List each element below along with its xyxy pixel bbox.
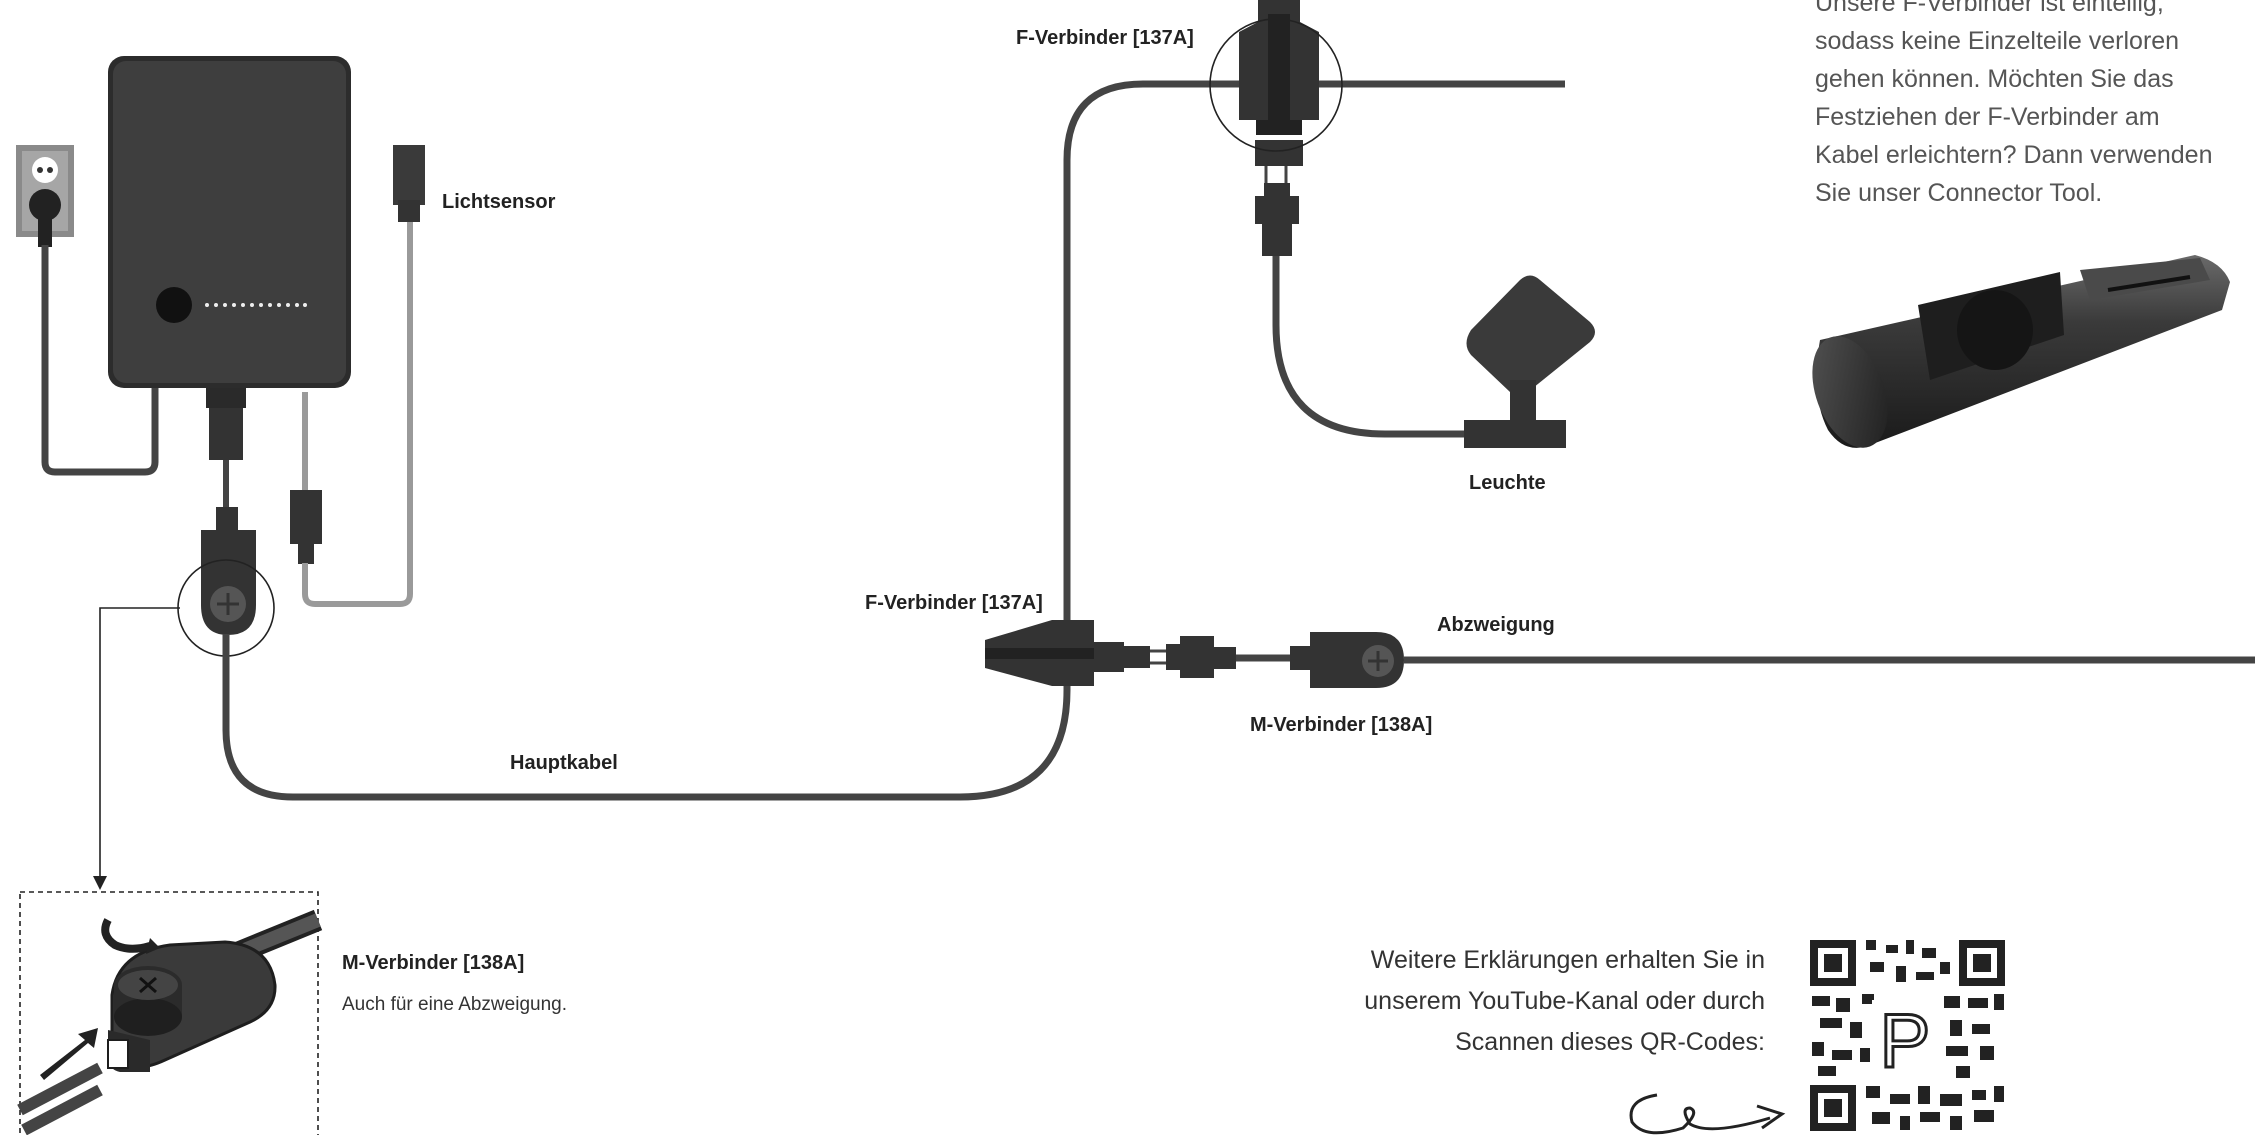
f-connector-top bbox=[1209, 0, 1343, 256]
qr-info-text: Weitere Erklärungen erhalten Sie in unse… bbox=[1364, 940, 1765, 1063]
qr-code-icon bbox=[1806, 935, 2009, 1135]
label-abzweigung: Abzweigung bbox=[1437, 614, 1555, 636]
lamp-cable bbox=[1272, 256, 1475, 438]
qr-info-line: unserem YouTube-Kanal oder durch bbox=[1364, 987, 1765, 1015]
label-leuchte: Leuchte bbox=[1469, 472, 1546, 494]
label-f-verbinder-top: F-Verbinder [137A] bbox=[1016, 27, 1194, 49]
info-line: sodass keine Einzelteile verloren bbox=[1815, 27, 2180, 55]
inset-subtitle: Auch für eine Abzweigung. bbox=[342, 994, 567, 1015]
info-line: Sie unser Connector Tool. bbox=[1815, 179, 2103, 207]
inset-frame bbox=[19, 891, 319, 1135]
lamp-icon bbox=[1464, 275, 1595, 448]
info-line: Unsere F-Verbinder ist einteilig, bbox=[1815, 0, 2164, 17]
label-f-verbinder-middle: F-Verbinder [137A] bbox=[865, 592, 1043, 614]
m-connector-main bbox=[177, 530, 275, 657]
inset-title: M-Verbinder [138A] bbox=[342, 952, 525, 974]
label-lichtsensor: Lichtsensor bbox=[442, 191, 556, 213]
info-line: Festziehen der F-Verbinder am bbox=[1815, 103, 2160, 131]
f-connector-middle bbox=[985, 620, 1236, 686]
qr-info-line: Weitere Erklärungen erhalten Sie in bbox=[1370, 946, 1765, 974]
m-connector-detail-illustration bbox=[17, 909, 323, 1135]
controller-icon bbox=[108, 56, 351, 388]
connector-tool-info-text: Unsere F-Verbinder ist einteilig, sodass… bbox=[1815, 0, 2212, 212]
connector-tool-photo bbox=[1812, 255, 2230, 448]
controller-plug bbox=[206, 388, 246, 408]
qr-logo-letter: P bbox=[1880, 999, 1931, 1084]
power-socket-icon bbox=[16, 145, 74, 247]
power-cable bbox=[41, 245, 159, 476]
main-cable bbox=[222, 80, 1565, 801]
light-sensor-icon bbox=[393, 145, 425, 222]
info-line: gehen können. Möchten Sie das bbox=[1815, 65, 2174, 93]
m-connector-middle bbox=[1290, 632, 1404, 688]
label-hauptkabel: Hauptkabel bbox=[510, 752, 618, 774]
qr-info-line: Scannen dieses QR-Codes: bbox=[1455, 1028, 1765, 1056]
info-line: Kabel erleichtern? Dann verwenden bbox=[1815, 141, 2213, 169]
curly-arrow-icon bbox=[1629, 1093, 1771, 1135]
label-m-verbinder-middle: M-Verbinder [138A] bbox=[1250, 714, 1433, 736]
inset-pointer bbox=[99, 607, 180, 878]
